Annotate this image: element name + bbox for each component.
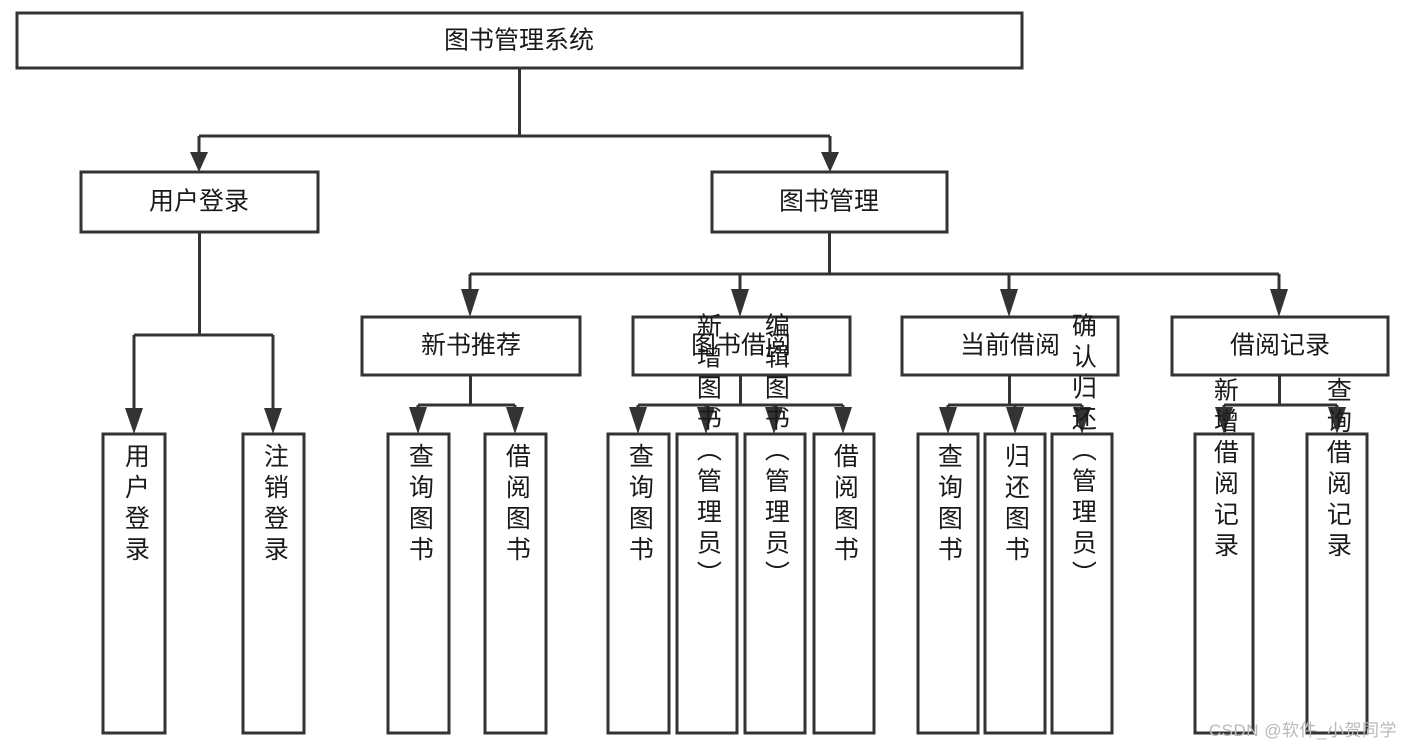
node-leaf-query-book-2-label: 查询图书 (625, 443, 654, 567)
node-leaf-query-book-3-label: 查询图书 (934, 443, 963, 567)
node-leaf-user-logout[interactable]: 注销登录 (241, 432, 306, 735)
node-book-borrow-box[interactable] (631, 315, 852, 377)
node-leaf-edit-book-box[interactable] (743, 432, 807, 735)
node-leaf-add-record-label: 新增借阅记录 (1210, 377, 1239, 563)
node-root-box[interactable] (15, 11, 1024, 70)
node-leaf-confirm-return-label: 确认归还（管理员） (1068, 313, 1097, 592)
node-book-management-box[interactable] (710, 170, 949, 234)
arrow-head-leaf-confirm-return (1073, 407, 1091, 434)
node-leaf-query-record[interactable]: 查询借阅记录 (1305, 377, 1369, 735)
node-current-borrow[interactable]: 当前借阅 (900, 315, 1120, 377)
node-leaf-add-record-box[interactable] (1193, 432, 1255, 735)
node-leaf-query-book-1-label: 查询图书 (405, 443, 434, 567)
node-leaf-return-book[interactable]: 归还图书 (983, 432, 1047, 735)
node-leaf-confirm-return[interactable]: 确认归还（管理员） (1050, 313, 1114, 735)
node-new-book-recommend[interactable]: 新书推荐 (360, 315, 582, 377)
node-leaf-query-book-3-box[interactable] (916, 432, 980, 735)
node-leaf-confirm-return-box[interactable] (1050, 432, 1114, 735)
arrow-head-borrow-record (1270, 289, 1288, 317)
arrow-head-leaf-query-book-1 (409, 407, 427, 434)
arrow-head-leaf-edit-book (765, 407, 783, 434)
arrow-head-new-book-recommend (461, 289, 479, 317)
arrow-head-leaf-user-login (125, 408, 143, 434)
node-leaf-query-book-1[interactable]: 查询图书 (386, 432, 451, 735)
node-leaf-return-book-box[interactable] (983, 432, 1047, 735)
arrow-head-leaf-user-logout (264, 408, 282, 434)
node-new-book-recommend-box[interactable] (360, 315, 582, 377)
node-user-login-box[interactable] (79, 170, 320, 234)
node-leaf-borrow-book-1-label: 借阅图书 (502, 443, 531, 567)
node-leaf-user-login-box[interactable] (101, 432, 167, 735)
node-borrow-record-box[interactable] (1170, 315, 1390, 377)
node-leaf-return-book-label: 归还图书 (1001, 443, 1030, 567)
node-leaf-borrow-book-1[interactable]: 借阅图书 (483, 432, 548, 735)
arrow-head-leaf-add-record (1215, 407, 1233, 434)
node-leaf-user-logout-box[interactable] (241, 432, 306, 735)
arrow-head-leaf-query-record (1328, 407, 1346, 434)
node-leaf-query-record-box[interactable] (1305, 432, 1369, 735)
node-book-borrow-label: 图书借阅 (691, 332, 791, 360)
node-leaf-query-book-2[interactable]: 查询图书 (606, 432, 671, 735)
node-book-management-label: 图书管理 (779, 188, 879, 216)
node-leaf-query-book-3[interactable]: 查询图书 (916, 432, 980, 735)
node-current-borrow-box[interactable] (900, 315, 1120, 377)
arrow-head-book-borrow (731, 289, 749, 317)
node-leaf-add-book-box[interactable] (675, 432, 739, 735)
node-leaf-user-login[interactable]: 用户登录 (101, 432, 167, 735)
arrow-head-leaf-borrow-book-1 (506, 407, 524, 434)
node-leaf-borrow-book-1-box[interactable] (483, 432, 548, 735)
node-leaf-add-book[interactable]: 新增图书（管理员） (675, 313, 739, 735)
arrow-head-leaf-add-book (697, 407, 715, 434)
node-leaf-query-book-2-box[interactable] (606, 432, 671, 735)
node-leaf-query-book-1-box[interactable] (386, 432, 451, 735)
arrow-head-book-management (821, 152, 839, 172)
node-user-login-label: 用户登录 (149, 188, 249, 216)
node-leaf-add-book-label: 新增图书（管理员） (693, 313, 722, 592)
node-new-book-recommend-label: 新书推荐 (421, 332, 521, 360)
node-leaf-user-logout-label: 注销登录 (260, 443, 289, 567)
node-leaf-query-record-label: 查询借阅记录 (1323, 377, 1352, 563)
node-leaf-borrow-book-2-label: 借阅图书 (830, 443, 859, 567)
node-leaf-user-login-label: 用户登录 (121, 443, 150, 567)
arrow-head-user-login (190, 152, 208, 172)
node-leaf-edit-book-label: 编辑图书（管理员） (761, 313, 790, 592)
arrow-head-leaf-query-book-3 (939, 407, 957, 434)
node-root[interactable]: 图书管理系统 (15, 11, 1024, 70)
node-borrow-record-label: 借阅记录 (1230, 332, 1330, 360)
arrow-head-leaf-query-book-2 (629, 407, 647, 434)
node-book-borrow[interactable]: 图书借阅 (631, 315, 852, 377)
node-leaf-edit-book[interactable]: 编辑图书（管理员） (743, 313, 807, 735)
node-current-borrow-label: 当前借阅 (960, 332, 1060, 360)
arrow-head-current-borrow (1000, 289, 1018, 317)
node-root-label: 图书管理系统 (444, 27, 594, 55)
arrow-head-leaf-borrow-book-2 (834, 407, 852, 434)
node-leaf-borrow-book-2-box[interactable] (812, 432, 876, 735)
arrow-head-leaf-return-book (1006, 407, 1024, 434)
node-leaf-add-record[interactable]: 新增借阅记录 (1193, 377, 1255, 735)
node-user-login[interactable]: 用户登录 (79, 170, 320, 234)
connector-layer (125, 68, 1346, 434)
node-borrow-record[interactable]: 借阅记录 (1170, 315, 1390, 377)
node-book-management[interactable]: 图书管理 (710, 170, 949, 234)
node-leaf-borrow-book-2[interactable]: 借阅图书 (812, 432, 876, 735)
